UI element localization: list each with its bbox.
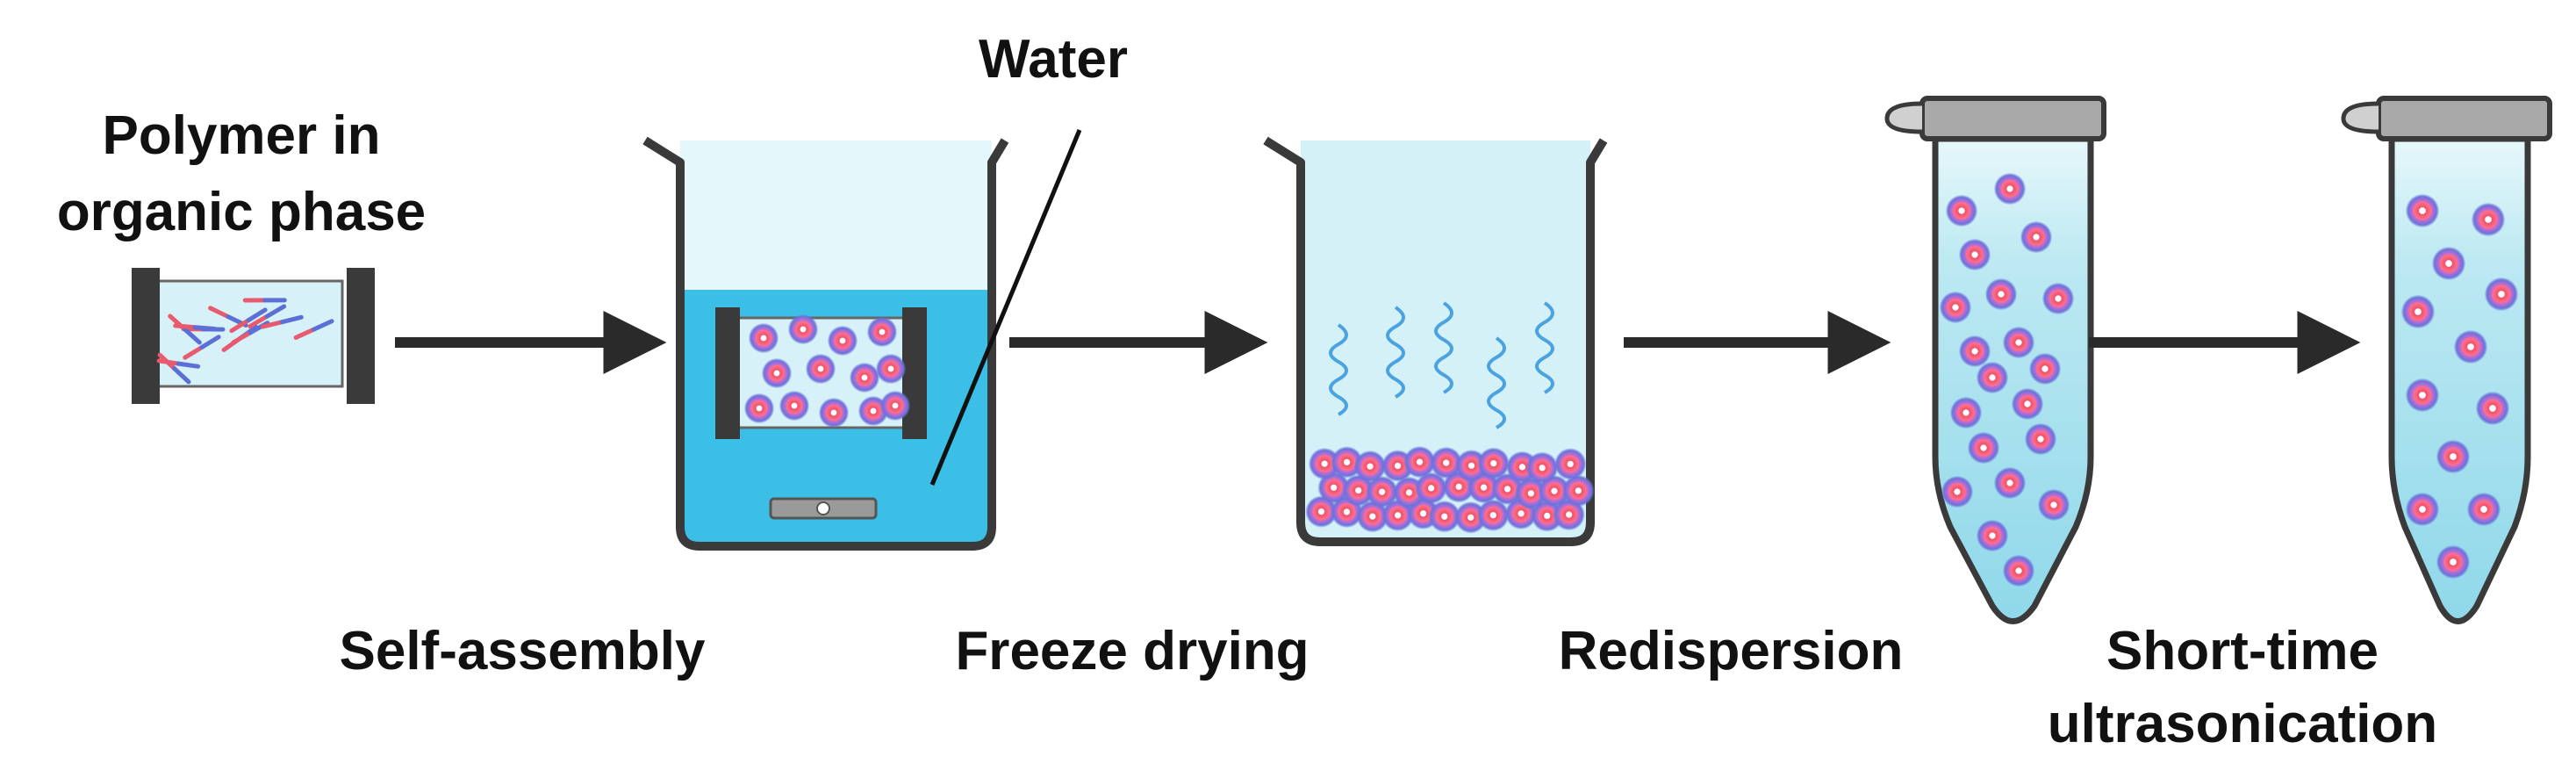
label-polymer-line1: Polymer in	[103, 105, 381, 166]
micelle	[1305, 495, 1338, 528]
label-polymer-line2: organic phase	[57, 182, 426, 242]
micelle	[1994, 173, 2026, 205]
micelle	[1477, 447, 1510, 479]
micelle	[1553, 499, 1585, 531]
tube-redispersion	[1884, 96, 2106, 624]
micelle	[1477, 499, 1510, 531]
vapor-squiggle	[1487, 336, 1506, 429]
micelle	[867, 317, 897, 347]
micelle	[2020, 221, 2052, 253]
vapor-squiggle	[1434, 301, 1453, 394]
micelle	[1428, 501, 1460, 533]
polymer-chains	[156, 298, 334, 385]
micelle	[1985, 278, 2017, 310]
micelle	[2038, 489, 2070, 521]
micelle	[2476, 392, 2509, 425]
micelle	[1959, 335, 1991, 367]
polymer-chain	[183, 335, 221, 360]
micelle	[2406, 194, 2439, 227]
micelles-dispersed	[2401, 194, 2518, 579]
label-redispersion: Redispersion	[1559, 621, 1904, 681]
micelle	[2003, 555, 2034, 587]
vapor-squiggle	[1535, 301, 1554, 394]
dialysis-cassette	[132, 268, 375, 404]
label-freeze-drying: Freeze drying	[955, 621, 1309, 681]
dried-micelle-pile	[1305, 446, 1595, 534]
micelle	[2029, 353, 2061, 385]
micelle	[876, 354, 906, 384]
vapor-squiggle	[1386, 306, 1405, 399]
micelle	[2003, 327, 2034, 358]
micelle	[1977, 362, 2008, 393]
micelle	[1354, 450, 1387, 483]
micelle	[1562, 474, 1595, 507]
polymer-chain	[248, 304, 287, 329]
polymer-chain	[157, 352, 191, 385]
micelle	[1950, 397, 1982, 429]
micelle	[1403, 446, 1436, 479]
micelle	[1415, 472, 1447, 504]
micelle	[2406, 378, 2439, 412]
label-ultrasonication-line1: Short-time	[2106, 621, 2379, 681]
micelle	[819, 398, 849, 428]
micelle	[1309, 448, 1341, 480]
micelle	[2042, 283, 2074, 314]
micelle	[2432, 247, 2465, 280]
micelle	[2012, 388, 2043, 420]
micelle	[1538, 475, 1570, 508]
micelle	[1515, 477, 1547, 509]
label-ultrasonication-line2: ultrasonication	[2048, 694, 2437, 754]
micelle	[1554, 448, 1587, 480]
beaker-self-assembly	[642, 136, 1009, 551]
polymer-chain	[229, 307, 268, 334]
micelle	[744, 393, 774, 423]
micelle	[1526, 451, 1559, 484]
micelle	[1941, 476, 1973, 508]
micelle	[1946, 195, 1977, 227]
micelle	[1317, 472, 1350, 504]
micelle	[749, 323, 779, 353]
micelle	[806, 354, 836, 384]
water-pointer-line	[929, 129, 1082, 486]
micelle	[779, 391, 809, 421]
vapor-squiggle	[1329, 323, 1348, 416]
micelle	[828, 326, 857, 356]
dialysis-cassette-in-water	[715, 307, 927, 439]
micelle	[1430, 447, 1462, 479]
micelle	[1940, 292, 1971, 323]
label-water: Water	[979, 29, 1128, 90]
micelle	[1356, 501, 1388, 533]
micelle	[2485, 277, 2518, 311]
micelle	[880, 391, 910, 421]
micelle	[1366, 476, 1398, 508]
micelle	[2436, 545, 2470, 579]
micelle	[788, 314, 818, 344]
micelle	[2401, 295, 2435, 328]
micelle	[1959, 239, 1991, 270]
beaker-freeze-drying	[1263, 136, 1608, 546]
micelle	[850, 363, 879, 393]
micelles-cassette	[744, 314, 910, 428]
micelle	[1342, 474, 1374, 507]
micelles-aggregated	[1940, 173, 2074, 587]
tube-ultrasonication	[2341, 96, 2552, 624]
polymer-chain	[261, 314, 304, 329]
stir-bar	[769, 497, 878, 520]
micelle	[1977, 520, 2008, 551]
polymer-chain	[173, 323, 218, 332]
micelle	[1968, 432, 1999, 464]
micelle	[2406, 493, 2439, 526]
micelle	[2436, 440, 2470, 473]
micelle	[2454, 330, 2487, 364]
micelle	[1994, 467, 2026, 499]
label-self-assembly: Self-assembly	[340, 621, 707, 681]
micelle	[2472, 203, 2505, 236]
micelle	[2467, 493, 2501, 526]
micelle	[2025, 423, 2056, 455]
polymer-chain	[293, 319, 334, 340]
sublimation-vapor	[1329, 301, 1554, 429]
micelle	[762, 358, 792, 388]
